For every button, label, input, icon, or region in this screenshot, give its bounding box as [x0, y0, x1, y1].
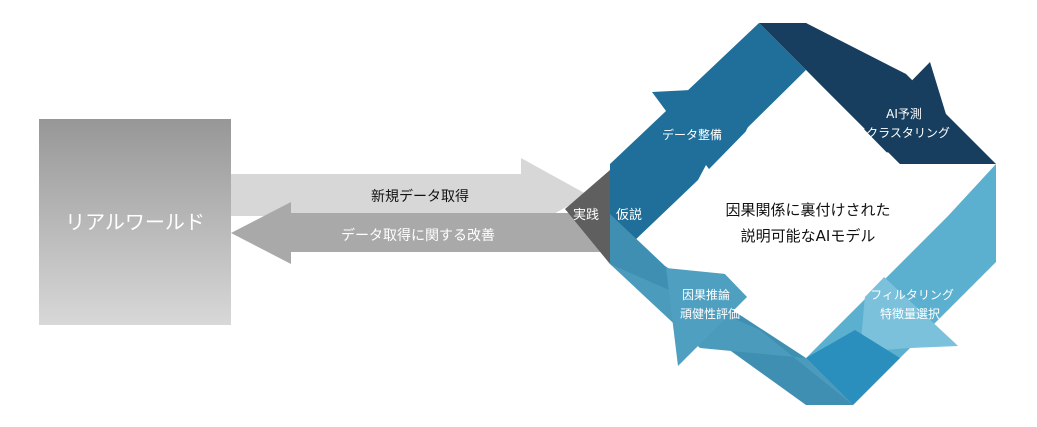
step-filtering-label-2: 特徴量選択	[880, 306, 940, 321]
step-ai-predict-arrow	[846, 62, 960, 160]
center-label-1: 因果関係に裏付けされた	[725, 201, 890, 219]
improvement-arrow: データ取得に関する改善	[231, 202, 610, 264]
practice-block: 実践	[565, 170, 610, 264]
step-causal-label-1: 因果推論	[682, 287, 730, 302]
real-world-label: リアルワールド	[65, 210, 205, 234]
cycle-diagram: データ整備 AI予測 クラスタリング フィルタリング 特徴量選択 因果推論 頑健…	[610, 23, 996, 405]
practice-label: 実践	[573, 207, 599, 223]
step-filtering-label-1: フィルタリング	[870, 288, 954, 302]
step-causal-label-2: 頑健性評価	[680, 306, 740, 321]
step-data-prep-label: データ整備	[662, 127, 722, 142]
step-ai-predict-label-1: AI予測	[886, 107, 922, 121]
step-ai-predict-label-2: クラスタリング	[866, 126, 950, 140]
center-panel	[666, 70, 946, 358]
new-data-label: 新規データ取得	[371, 188, 469, 205]
step-causal-arrow	[666, 268, 766, 366]
hypothesis-label: 仮説	[616, 207, 642, 223]
real-world-box: リアルワールド	[39, 119, 231, 325]
improvement-label: データ取得に関する改善	[341, 227, 495, 244]
step-data-prep-arrow	[652, 86, 768, 184]
center-label-2: 説明可能なAIモデル	[741, 227, 876, 245]
